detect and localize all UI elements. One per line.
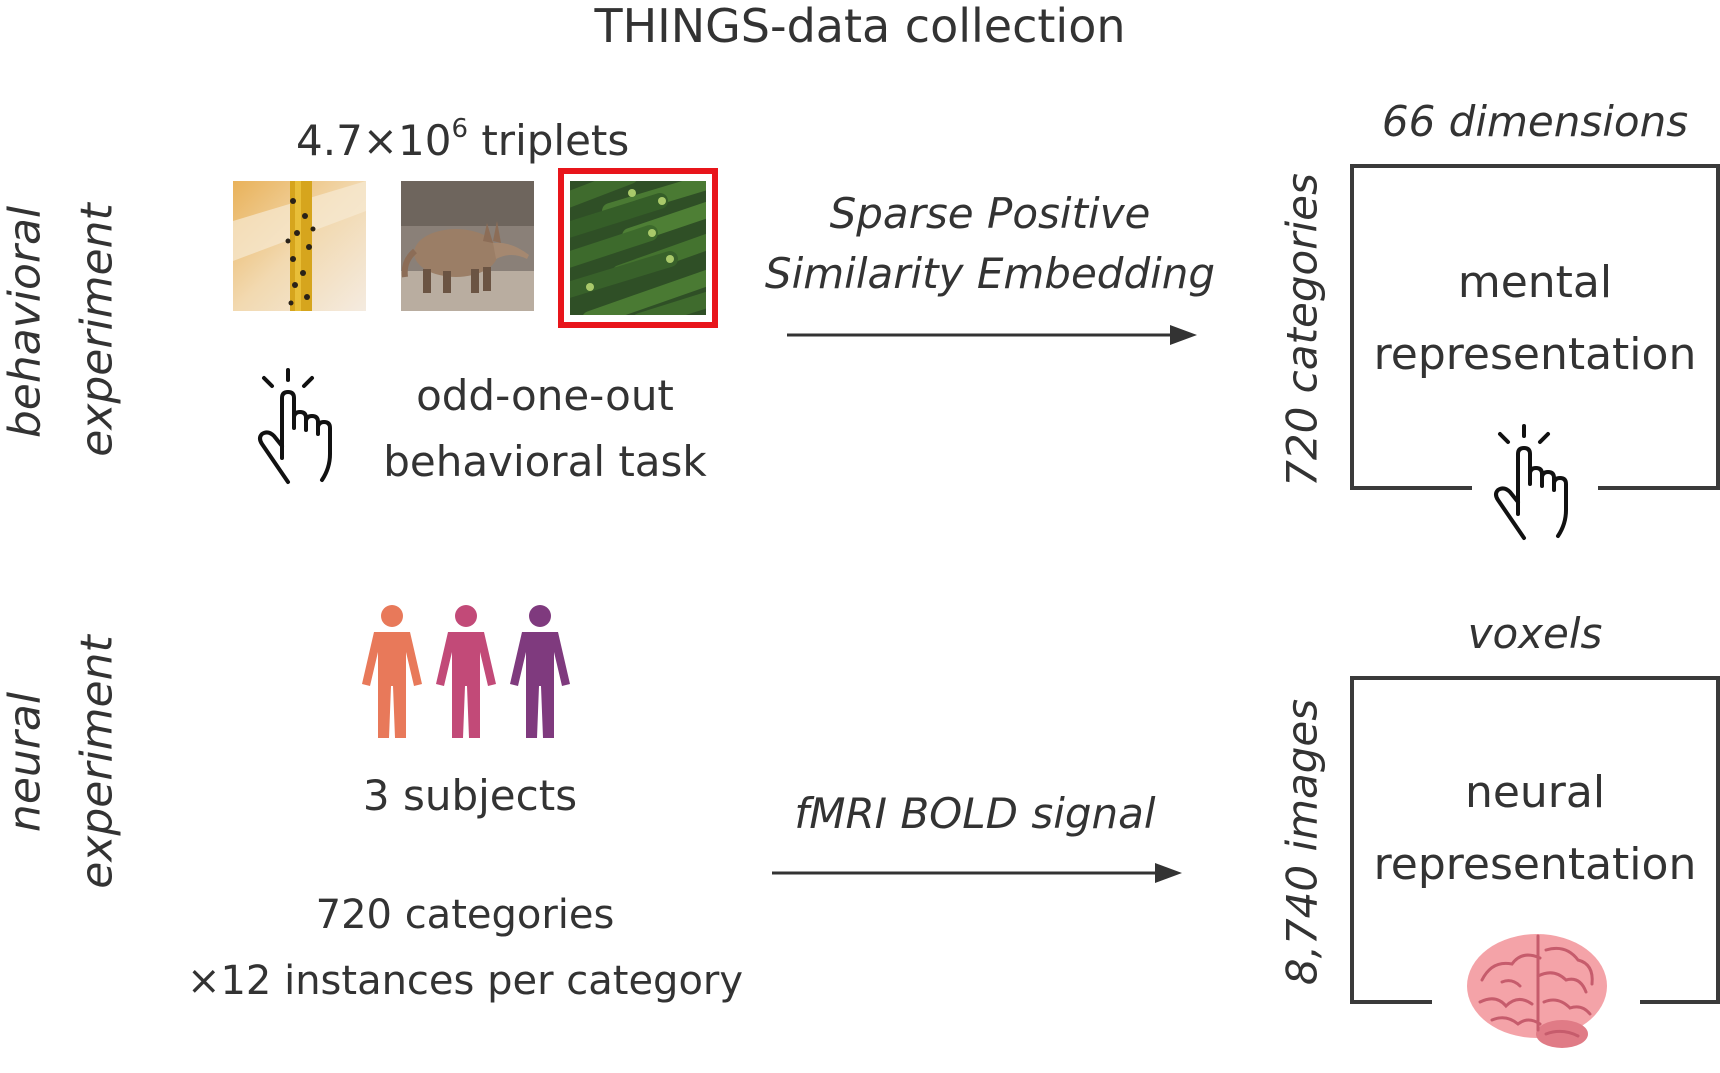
subjects-label: 3 subjects (362, 771, 578, 820)
neural-row-label-2: experiment (71, 635, 123, 889)
embedding-method-line1: Sparse Positive (829, 189, 1151, 238)
diagram-title: THINGS-data collection (594, 0, 1126, 53)
fmri-signal-label: fMRI BOLD signal (794, 789, 1156, 838)
mental-box-line1: mental (1457, 257, 1613, 308)
embedding-dimensions-label: 66 dimensions (1381, 97, 1689, 146)
pointing-hand-icon (1490, 424, 1580, 542)
neural-box-line2: representation (1373, 839, 1697, 890)
triplets-exponent: 6 (451, 114, 468, 144)
neural-arrow (772, 863, 1182, 883)
task-label-line2: behavioral task (383, 437, 707, 486)
person-icon (510, 605, 570, 738)
embedding-method-line2: Similarity Embedding (764, 249, 1216, 298)
behavioral-row-label: behavioral (0, 205, 51, 439)
triplet-image-aardvark (401, 181, 534, 311)
neural-categories-line1: 720 categories (315, 892, 615, 938)
triplets-base: 4.7×10 (296, 116, 452, 165)
behavioral-row-label-2: experiment (71, 203, 123, 457)
brain-icon (1467, 934, 1607, 1048)
triplets-suffix: triplets (467, 116, 630, 165)
task-label-line1: odd-one-out (416, 371, 674, 420)
odd-one-out-highlight[interactable] (558, 168, 718, 328)
behavioral-arrow (787, 325, 1197, 345)
images-count-label: 8,740 images (1277, 698, 1327, 986)
neural-categories-line2: ×12 instances per category (186, 958, 744, 1004)
triplet-image-fly-tape (233, 181, 366, 311)
person-icon (362, 605, 422, 738)
mental-box-line2: representation (1373, 329, 1697, 380)
triplet-image-zucchini[interactable] (570, 181, 706, 315)
neural-row-label: neural (0, 691, 51, 833)
triplets-count: 4.7×106 triplets (296, 105, 629, 165)
pointing-hand-icon (254, 368, 344, 486)
voxels-label: voxels (1467, 609, 1603, 658)
subjects-icons (362, 605, 570, 738)
neural-box-line1: neural (1464, 767, 1606, 818)
embedding-categories-label: 720 categories (1277, 173, 1327, 487)
box-gap (1472, 482, 1598, 492)
person-icon (436, 605, 496, 738)
